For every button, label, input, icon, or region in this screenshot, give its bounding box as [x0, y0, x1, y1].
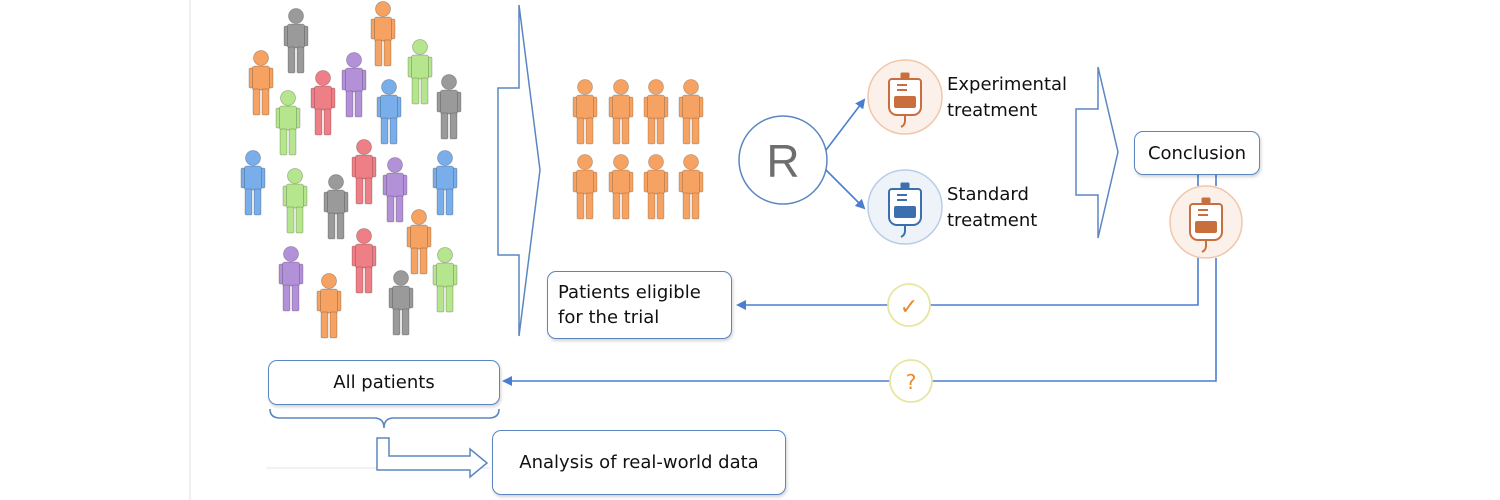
- person-icon: [643, 154, 669, 220]
- person-icon: [432, 150, 458, 216]
- all-patients-crowd: [240, 1, 462, 339]
- person-icon: [316, 273, 342, 339]
- person-icon: [678, 79, 704, 145]
- standard-treatment-node: [867, 169, 943, 245]
- randomization-letter: R: [766, 135, 799, 187]
- person-icon: [351, 228, 377, 294]
- person-icon: [248, 50, 274, 116]
- randomization-node: R: [738, 115, 828, 205]
- all-patients-brace: [269, 408, 500, 429]
- person-icon: [282, 168, 308, 234]
- eligible-patients-group: [572, 79, 704, 220]
- person-icon: [572, 154, 598, 220]
- person-icon: [283, 8, 309, 74]
- person-icon: [406, 209, 432, 275]
- all-patients-feedback-arrow: [502, 258, 1217, 386]
- person-icon: [678, 154, 704, 220]
- person-icon: [310, 70, 336, 136]
- person-icon: [341, 52, 367, 118]
- conclusion-chevron-arrow: [1075, 66, 1119, 239]
- person-icon: [643, 79, 669, 145]
- person-icon: [382, 157, 408, 223]
- person-icon: [370, 1, 396, 67]
- person-icon: [572, 79, 598, 145]
- person-icon: [407, 39, 433, 105]
- experimental-branch-arrow: [825, 98, 866, 151]
- person-icon: [432, 247, 458, 313]
- person-icon: [240, 150, 266, 216]
- conclusion-bag-node: [1169, 175, 1243, 259]
- conclusion-box: Conclusion: [1134, 131, 1260, 175]
- person-icon: [608, 79, 634, 145]
- person-icon: [323, 174, 349, 240]
- person-icon: [388, 270, 414, 336]
- person-icon: [436, 74, 462, 140]
- patients-eligible-box: Patients eligible for the trial: [547, 271, 732, 339]
- check-mark-node: ✓: [887, 283, 931, 327]
- experimental-treatment-label: Experimental treatment: [947, 74, 1068, 121]
- analysis-arrow: [376, 437, 489, 479]
- person-icon: [278, 246, 304, 312]
- standard-treatment-label: Standard treatment: [947, 184, 1038, 231]
- standard-branch-arrow: [825, 169, 866, 210]
- question-mark-icon: ?: [906, 370, 917, 394]
- analysis-real-world-data-box: Analysis of real-world data: [492, 430, 786, 495]
- experimental-treatment-node: [867, 59, 943, 135]
- person-icon: [351, 139, 377, 205]
- selection-chevron-arrow: [497, 4, 541, 337]
- eligible-feedback-arrow: [736, 258, 1199, 310]
- question-mark-node: ?: [889, 359, 933, 403]
- person-icon: [376, 79, 402, 145]
- check-mark-icon: ✓: [900, 295, 918, 320]
- person-icon: [608, 154, 634, 220]
- person-icon: [275, 90, 301, 156]
- all-patients-box: All patients: [268, 360, 500, 405]
